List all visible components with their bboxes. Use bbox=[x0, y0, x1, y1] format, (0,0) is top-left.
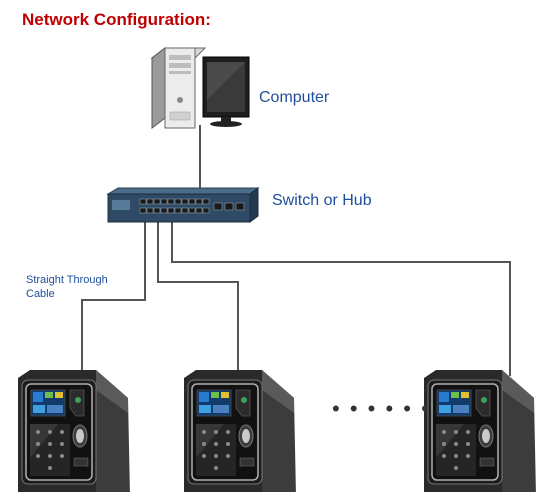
cable-label-line2: Cable bbox=[26, 288, 55, 300]
face-terminal-icon bbox=[183, 369, 297, 492]
monitor-icon bbox=[202, 56, 250, 127]
computer-label: Computer bbox=[259, 89, 330, 106]
computer-tower-icon bbox=[150, 46, 207, 130]
cable-label-line1: Straight Through bbox=[26, 274, 108, 286]
switch-label: Switch or Hub bbox=[272, 192, 372, 209]
cable-to-terminal-2 bbox=[157, 222, 239, 376]
more-devices-ellipsis: • • • • • • bbox=[332, 396, 431, 421]
network-switch-icon bbox=[106, 187, 260, 223]
face-terminal-icon bbox=[17, 369, 131, 492]
cable-to-terminal-3 bbox=[171, 222, 511, 376]
diagram-title: Network Configuration: bbox=[22, 10, 211, 29]
cable-lines bbox=[81, 125, 511, 376]
face-terminal-icon bbox=[423, 369, 537, 492]
cable-to-terminal-1 bbox=[81, 222, 146, 376]
